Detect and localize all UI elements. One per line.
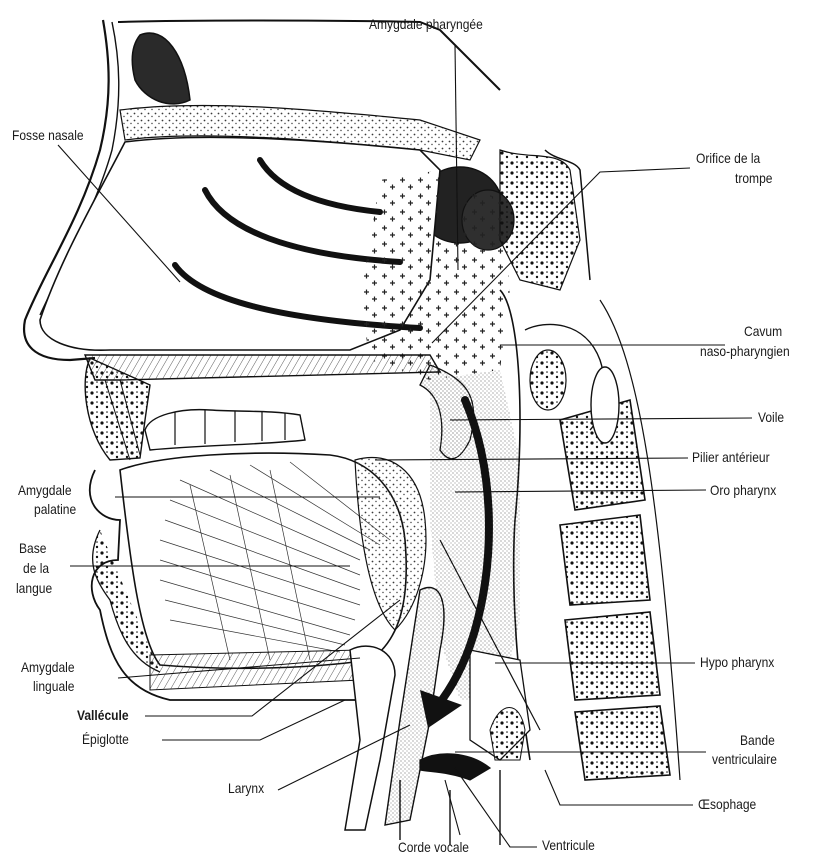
label-orifice-trompe-line1: Orifice de la bbox=[696, 150, 760, 167]
label-base-langue-line3: langue bbox=[16, 580, 52, 597]
leader-corde-vocale bbox=[445, 780, 460, 835]
label-ventricule: Ventricule bbox=[542, 837, 595, 854]
label-bande-line2: ventriculaire bbox=[712, 751, 777, 768]
label-amygdale-palatine-line2: palatine bbox=[34, 501, 76, 518]
label-amygdale-linguale-line1: Amygdale bbox=[21, 659, 75, 676]
leader-epiglotte bbox=[162, 700, 345, 740]
label-base-langue-line1: Base bbox=[19, 540, 46, 557]
label-orifice-trompe-line2: trompe bbox=[735, 170, 772, 187]
label-hypo-pharynx: Hypo pharynx bbox=[700, 654, 774, 671]
nasal-cavity bbox=[40, 137, 510, 380]
label-corde-vocale: Corde vocale bbox=[398, 839, 469, 856]
label-larynx: Larynx bbox=[228, 780, 264, 797]
hard-palate bbox=[85, 355, 474, 460]
leader-pilier bbox=[375, 458, 688, 460]
leader-larynx bbox=[278, 725, 410, 790]
label-cavum-line1: Cavum bbox=[744, 323, 782, 340]
label-epiglotte: Épiglotte bbox=[82, 731, 129, 748]
leader-ventricule bbox=[455, 768, 537, 847]
label-vallecule: Vallécule bbox=[77, 707, 129, 724]
label-amygdale-palatine-line1: Amygdale bbox=[18, 482, 72, 499]
label-fosse-nasale: Fosse nasale bbox=[12, 127, 84, 144]
label-bande-line1: Bande bbox=[740, 732, 775, 749]
label-oesophage: Œsophage bbox=[698, 796, 756, 813]
label-oro-pharynx: Oro pharynx bbox=[710, 482, 776, 499]
label-base-langue-line2: de la bbox=[23, 560, 49, 577]
label-pilier-anterieur: Pilier antérieur bbox=[692, 449, 770, 466]
label-amygdale-pharyngee: Amygdale pharyngée bbox=[369, 16, 483, 33]
label-cavum-line2: naso-pharyngien bbox=[700, 343, 790, 360]
label-voile: Voile bbox=[758, 409, 784, 426]
label-amygdale-linguale-line2: linguale bbox=[33, 678, 75, 695]
